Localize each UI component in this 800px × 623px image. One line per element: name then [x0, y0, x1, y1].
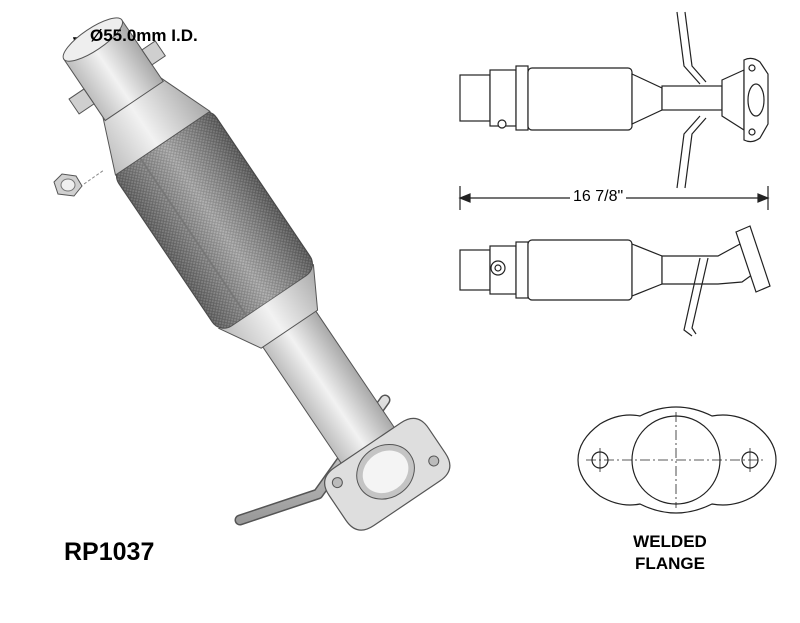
overall-length-label: 16 7/8" — [570, 188, 627, 206]
top-view-drawing — [459, 11, 769, 189]
inlet-opening — [62, 17, 123, 62]
sensor-bung — [68, 88, 95, 115]
flange-detail-drawing — [577, 406, 777, 514]
part-number: RP1037 — [64, 538, 155, 566]
flange-caption-line1: WELDED — [633, 532, 707, 551]
isometric-pipe-view — [53, 17, 451, 531]
flange-bolt-hole — [331, 477, 343, 489]
flange-caption: WELDED FLANGE — [600, 531, 740, 575]
nut-alignment-line — [83, 169, 105, 185]
inlet-diameter-label: Ø55.0mm I.D. — [90, 26, 198, 45]
flange-caption-line2: FLANGE — [635, 554, 705, 573]
side-view-drawing — [459, 225, 771, 337]
flange-bolt-hole — [428, 455, 440, 467]
sensor-plug-nut — [53, 173, 83, 197]
